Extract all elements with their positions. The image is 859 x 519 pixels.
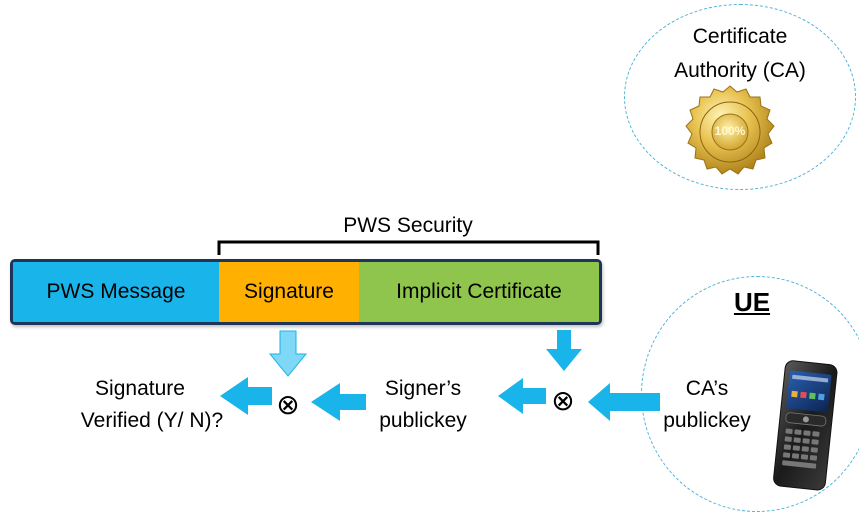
result-line1: Signature [95, 377, 185, 400]
ca-label-line2: Authority (CA) [674, 59, 806, 82]
ue-title: UE [733, 287, 771, 317]
ca-key-line2: publickey [663, 409, 751, 432]
left-arrow-signer-to-op [311, 383, 366, 421]
pws-message-segment: PWS Message [13, 262, 219, 322]
implicit-certificate-label: Implicit Certificate [396, 280, 562, 303]
signer-key-line2: publickey [379, 409, 467, 432]
ca-key-line1: CA’s [685, 377, 729, 400]
down-arrow-signature [268, 330, 308, 377]
message-bar: PWS Message Signature Implicit Certifica… [10, 259, 602, 325]
left-arrow-to-signer [498, 378, 546, 414]
pws-message-label: PWS Message [46, 280, 186, 303]
implicit-certificate-segment: Implicit Certificate [359, 262, 599, 322]
ca-label-line1: Certificate [692, 25, 788, 48]
pws-security-label: PWS Security [343, 214, 473, 237]
down-arrow-certificate [546, 330, 582, 371]
result-line2: Verified (Y/ N)? [80, 409, 224, 432]
seal-center-text: 100% [714, 124, 746, 138]
signer-key-line1: Signer’s [384, 377, 462, 400]
operator-right: ⊗ [551, 384, 575, 417]
ca-circle [624, 4, 856, 190]
signature-segment: Signature [219, 262, 359, 322]
signature-label: Signature [244, 280, 334, 303]
operator-left: ⊗ [276, 388, 300, 421]
